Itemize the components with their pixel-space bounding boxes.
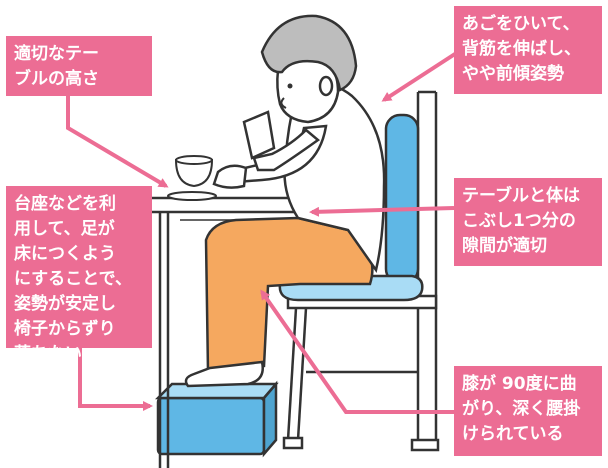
callout-line: ブルの高さ bbox=[14, 69, 99, 89]
callout-footrest: 台座などを利 用して、足が 床につくよう にすることで、 姿勢が安定し 椅子から… bbox=[6, 186, 152, 364]
callout-line: がり、深く腰掛 bbox=[462, 399, 581, 419]
head bbox=[260, 14, 358, 124]
callout-arrows bbox=[66, 50, 460, 414]
callout-line: 落ちない bbox=[14, 344, 82, 364]
cup-hand bbox=[242, 110, 276, 160]
callout-line: けられている bbox=[462, 424, 564, 444]
callout-line: 姿勢が安定し bbox=[14, 294, 116, 314]
callout-line: 椅子からずり bbox=[14, 319, 116, 339]
callout-table-gap: テーブルと体は こぶし1つ分の 隙間が適切 bbox=[454, 178, 602, 266]
callout-line: 用して、足が bbox=[14, 219, 115, 239]
callout-line: 背筋を伸ばし、 bbox=[462, 39, 581, 59]
callout-line: にすることで、 bbox=[14, 269, 132, 289]
callout-line: 台座などを利 bbox=[14, 194, 116, 214]
callout-line: やや前傾姿勢 bbox=[462, 64, 564, 84]
callout-line: あごをひいて、 bbox=[462, 14, 580, 34]
back-cushion bbox=[384, 113, 420, 285]
left-hand bbox=[212, 164, 248, 189]
foot bbox=[184, 360, 264, 388]
callout-posture: あごをひいて、 背筋を伸ばし、 やや前傾姿勢 bbox=[454, 6, 602, 94]
bowl-and-plate bbox=[167, 155, 217, 201]
callout-line: 膝が 90度に曲 bbox=[462, 374, 577, 394]
callout-line: 床につくよう bbox=[14, 244, 116, 264]
callout-line: 隙間が適切 bbox=[462, 236, 547, 256]
footrest-block bbox=[154, 380, 279, 458]
callout-table-height: 適切なテー ブルの高さ bbox=[6, 36, 152, 96]
callout-knee: 膝が 90度に曲 がり、深く腰掛 けられている bbox=[454, 366, 602, 456]
callout-line: 適切なテー bbox=[14, 44, 99, 64]
callout-line: テーブルと体は bbox=[462, 186, 580, 206]
callout-line: こぶし1つ分の bbox=[462, 211, 576, 231]
